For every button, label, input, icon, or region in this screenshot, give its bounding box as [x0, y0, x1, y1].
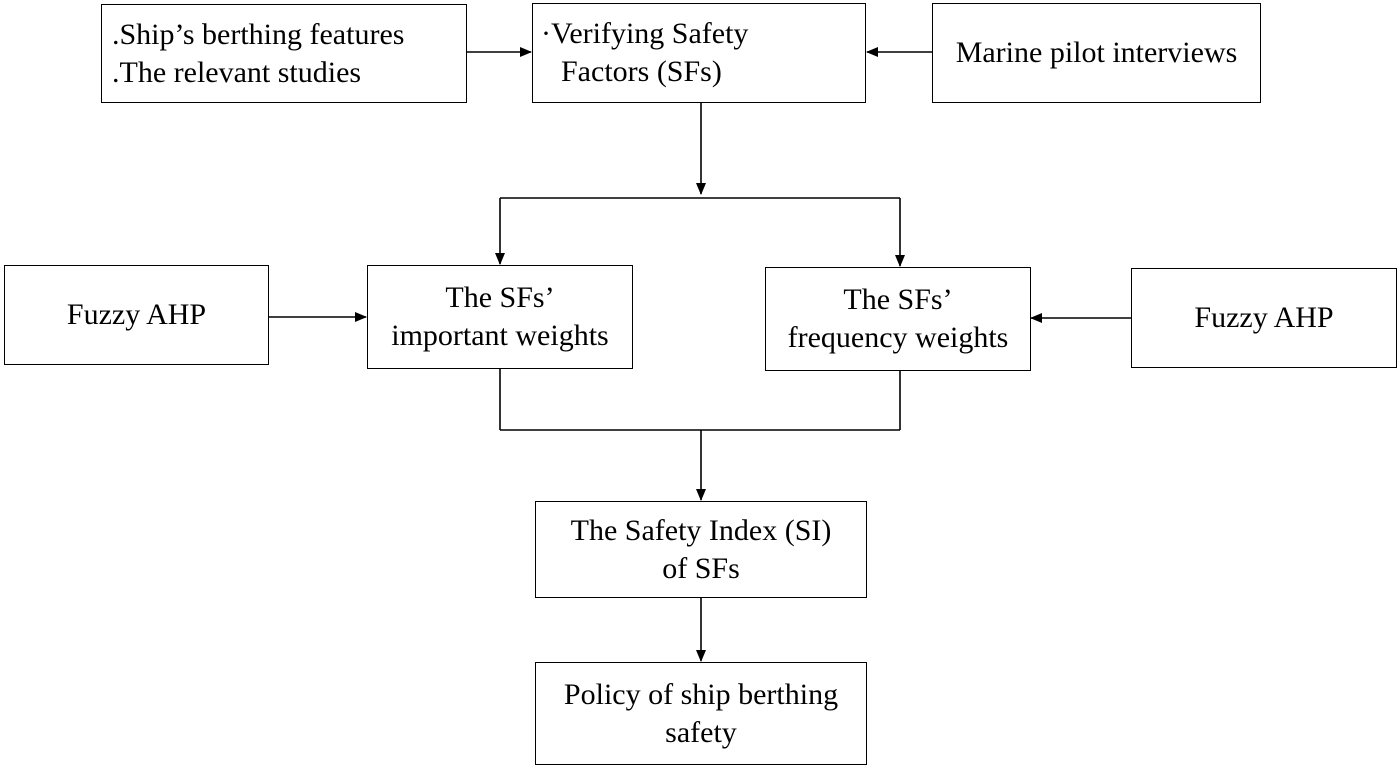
policy-box: Policy of ship berthing safety [535, 662, 867, 765]
safety-index-box: The Safety Index (SI) of SFs [535, 501, 867, 598]
safety-index-line-1: The Safety Index (SI) [570, 513, 832, 547]
verifying-line-2: Factors (SFs) [561, 55, 722, 88]
verifying-line-1: ·Verifying Safety [541, 17, 749, 50]
frequency-line-2: frequency weights [787, 321, 1009, 354]
verifying-safety-factors-box: ·Verifying Safety Factors (SFs) [532, 3, 866, 103]
frequency-line-1: The SFs’ [843, 283, 953, 316]
interviews-line-1: Marine pilot interviews [955, 36, 1238, 69]
important-line-1: The SFs’ [445, 281, 555, 314]
sources-box: .Ship’s berthing features .The relevant … [101, 4, 467, 103]
fuzzy-left-line-1: Fuzzy AHP [66, 298, 207, 331]
policy-line-2: safety [665, 715, 737, 749]
sources-line-2: .The relevant studies [112, 55, 362, 89]
fuzzy-right-line-1: Fuzzy AHP [1194, 301, 1334, 334]
important-weights-box: The SFs’ important weights [367, 265, 633, 369]
frequency-weights-box: The SFs’ frequency weights [765, 267, 1031, 371]
marine-pilot-interviews-box: Marine pilot interviews [932, 3, 1261, 103]
sources-line-1: .Ship’s berthing features [112, 17, 405, 51]
important-line-2: important weights [391, 319, 609, 352]
policy-line-1: Policy of ship berthing [563, 677, 839, 711]
fuzzy-ahp-right-box: Fuzzy AHP [1131, 268, 1397, 368]
safety-index-line-2: of SFs [662, 551, 740, 585]
fuzzy-ahp-left-box: Fuzzy AHP [4, 265, 269, 365]
